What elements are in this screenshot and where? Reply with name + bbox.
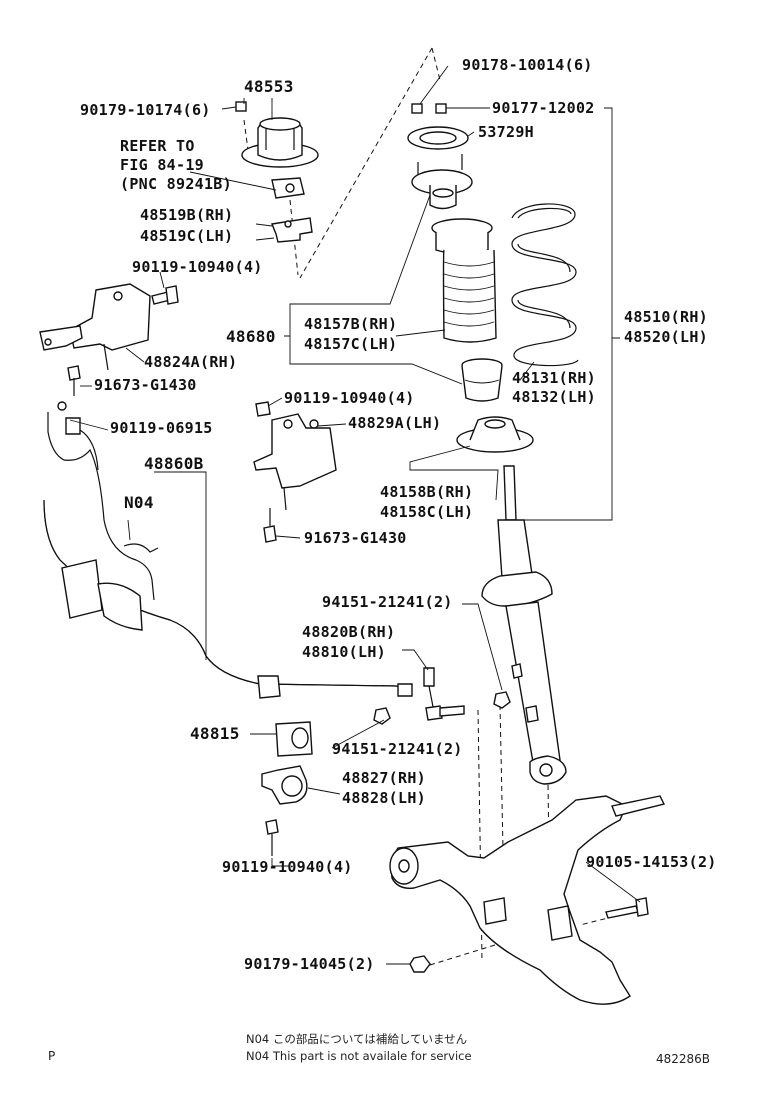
label-90179-10174: 90179-10174(6) [80, 101, 211, 119]
label-48510: 48510(RH) [624, 308, 708, 326]
label-90179-14045: 90179-14045(2) [244, 955, 375, 973]
lower-control-arm [389, 795, 666, 1005]
label-48824a: 48824A(RH) [144, 353, 238, 371]
bolt-90119-c-icon [265, 819, 279, 856]
bracket-48519 [271, 217, 313, 243]
label-90105-14153: 90105-14153(2) [586, 853, 717, 871]
label-48157b: 48157B(RH) [304, 315, 398, 333]
label-48158b: 48158B(RH) [380, 483, 474, 501]
label-48827: 48827(RH) [342, 769, 426, 787]
label-91673-g1430-b: 91673-G1430 [304, 529, 407, 547]
plate-53729 [407, 126, 469, 150]
leader-lines [69, 65, 641, 965]
stabilizer-link [423, 667, 465, 721]
label-90177-12002: 90177-12002 [492, 99, 595, 117]
label-refer-to: REFER TO [120, 137, 195, 155]
label-48157c: 48157C(LH) [304, 335, 398, 353]
label-48860b: 48860B [144, 454, 204, 473]
label-94151-21241-a: 94151-21241(2) [322, 593, 453, 611]
nut-90179-14045-icon [409, 955, 431, 973]
nut-90179-icon [235, 101, 247, 112]
shock-absorber [481, 465, 567, 785]
coil-spring [511, 203, 579, 367]
bolt-90119-b-icon [255, 401, 271, 417]
stabilizer-bar [43, 499, 413, 699]
label-48519c: 48519C(LH) [140, 227, 234, 245]
label-48519b: 48519B(RH) [140, 206, 234, 224]
upper-support-mount [241, 117, 319, 168]
label-90119-10940-b: 90119-10940(4) [284, 389, 415, 407]
label-48131: 48131(RH) [512, 369, 596, 387]
label-48829a: 48829A(LH) [348, 414, 442, 432]
bracket-48829a [253, 413, 337, 511]
label-48828: 48828(LH) [342, 789, 426, 807]
nut-94151-icon [373, 691, 511, 725]
label-90119-06915: 90119-06915 [110, 419, 213, 437]
label-48553: 48553 [244, 77, 294, 96]
bushing-48815 [275, 721, 313, 757]
label-94151-21241-b: 94151-21241(2) [332, 740, 463, 758]
label-fig-84-19: FIG 84-19 [120, 156, 204, 174]
bolt-91673-a-icon [67, 365, 81, 396]
label-48132: 48132(LH) [512, 388, 596, 406]
bracket-48827 [261, 765, 308, 805]
label-48810: 48810(LH) [302, 643, 386, 661]
label-48520: 48520(LH) [624, 328, 708, 346]
bellows-48157 [431, 218, 497, 343]
strut-mount-48680 [411, 154, 473, 210]
label-48680: 48680 [226, 327, 276, 346]
bolt-91673-b-icon [263, 508, 277, 543]
bump-stop-48131 [461, 358, 503, 402]
label-90119-10940-a: 90119-10940(4) [132, 258, 263, 276]
diagram-id: 482286B [656, 1052, 711, 1066]
label-48820b: 48820B(RH) [302, 623, 396, 641]
label-48158c: 48158C(LH) [380, 503, 474, 521]
corner-letter-p: P [48, 1049, 56, 1063]
label-n04: N04 [124, 493, 154, 512]
bolt-90105-icon [605, 897, 649, 919]
wiring-harness [47, 401, 159, 601]
label-90119-10940-c: 90119-10940(4) [222, 858, 353, 876]
label-91673-g1430-a: 91673-G1430 [94, 376, 197, 394]
label-48815: 48815 [190, 724, 240, 743]
label-pnc-89241b: (PNC 89241B) [120, 175, 232, 193]
label-53729h: 53729H [478, 123, 534, 141]
refer-bracket [271, 177, 305, 199]
nut-90177-icon [435, 103, 447, 114]
bracket-48824a [39, 283, 151, 371]
bolt-90119-a-icon [151, 285, 179, 305]
spring-seat-48158 [456, 416, 534, 453]
note-english: N04 This part is not availale for servic… [246, 1049, 472, 1063]
nut-90178-icon [411, 103, 423, 114]
note-japanese: N04 この部品については補給していません [246, 1032, 468, 1046]
label-90178-10014: 90178-10014(6) [462, 56, 593, 74]
